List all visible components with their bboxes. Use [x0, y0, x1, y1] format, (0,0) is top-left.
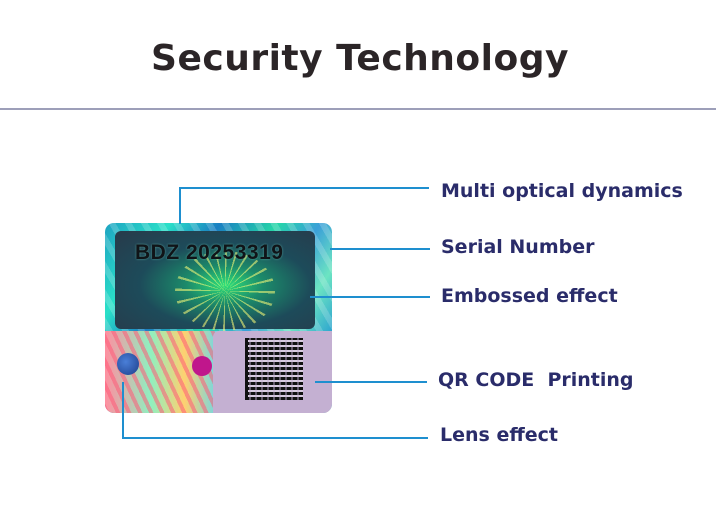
leader-line-lens-horizontal	[122, 437, 428, 439]
page-title: Security Technology	[151, 38, 569, 79]
qr-code-icon	[245, 338, 303, 400]
leader-line-multi-optical-vertical	[179, 187, 181, 224]
hologram-label-image: BDZ 20253319	[105, 223, 332, 413]
title-divider	[0, 108, 716, 110]
leader-line-lens-vertical	[122, 382, 124, 438]
label-qr-code-printing: QR CODE Printing	[438, 369, 634, 391]
label-embossed-effect: Embossed effect	[441, 285, 618, 307]
magenta-dot	[192, 356, 212, 376]
leader-line-embossed-effect	[310, 296, 430, 298]
serial-number-text: BDZ 20253319	[135, 241, 284, 264]
starburst-pattern	[175, 251, 275, 331]
lens-dot	[117, 353, 139, 375]
leader-line-qr-code	[315, 381, 427, 383]
embossed-panel: BDZ 20253319	[115, 231, 315, 331]
label-lens-effect: Lens effect	[440, 424, 558, 446]
leader-line-serial-number	[330, 248, 430, 250]
label-multi-optical-dynamics: Multi optical dynamics	[441, 180, 683, 202]
label-serial-number: Serial Number	[441, 236, 595, 258]
leader-line-multi-optical-horizontal	[179, 187, 429, 189]
